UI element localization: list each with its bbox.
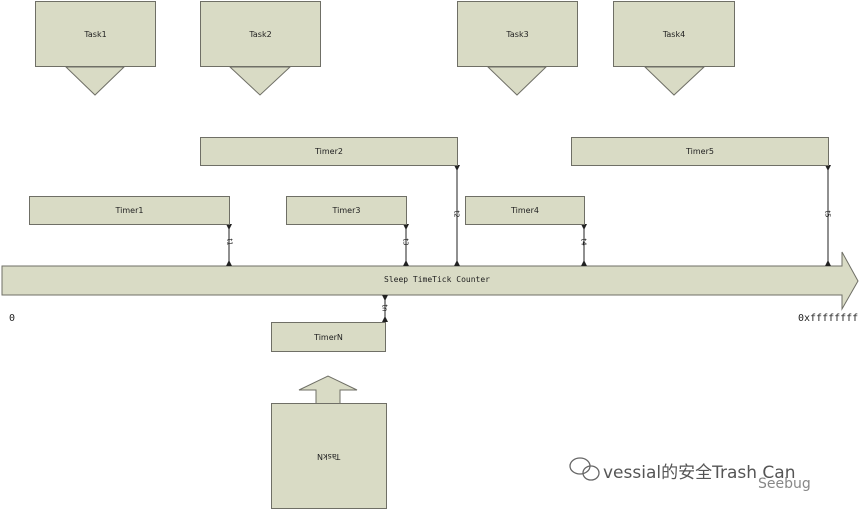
connector-label-tn: tn [380,304,389,312]
task2-box: Task2 [200,1,321,67]
connector-label-t2: t2 [452,210,461,218]
counter-label: Sleep TimeTick Counter [384,275,490,284]
task3-arrow [486,66,548,96]
timern-label: TimerN [314,332,343,342]
connector-label-t4: t4 [579,238,588,246]
wechat-icon [569,457,600,481]
task3-label: Task3 [506,29,529,39]
timer1-box: Timer1 [29,196,230,225]
timer4-box: Timer4 [465,196,585,225]
counter-arrow [1,251,859,311]
timer3-label: Timer3 [332,206,361,215]
timer1-label: Timer1 [115,206,144,215]
task4-box: Task4 [613,1,735,67]
task1-label: Task1 [84,29,107,39]
counter-start: 0 [9,313,16,324]
timer5-box: Timer5 [571,137,829,166]
task1-box: Task1 [35,1,156,67]
taskn-arrow [298,375,358,405]
connectors [228,165,829,322]
task2-arrow [228,66,292,96]
timer3-box: Timer3 [286,196,407,225]
task4-label: Task4 [662,29,686,39]
task2-label: Task2 [249,29,272,39]
timer2-box: Timer2 [200,137,458,166]
watermark-logo: Seebug [758,476,811,492]
timer2-label: Timer2 [315,147,343,156]
timern-box: TimerN [271,322,386,352]
connector-label-t1: t1 [225,238,234,246]
timer4-label: Timer4 [511,206,539,215]
task4-arrow [643,66,706,96]
task1-arrow [64,66,126,96]
connector-label-t3: t3 [401,238,410,246]
connector-heads [226,165,831,322]
watermark-text: vessial的安全Trash Can [603,463,796,483]
timer5-label: Timer5 [686,147,714,156]
taskn-box: TaskN [271,403,387,509]
task3-box: Task3 [457,1,578,67]
counter-end: 0xffffffff [798,313,859,324]
taskn-label: TaskN [317,451,341,461]
connector-label-t5: t5 [823,210,832,218]
